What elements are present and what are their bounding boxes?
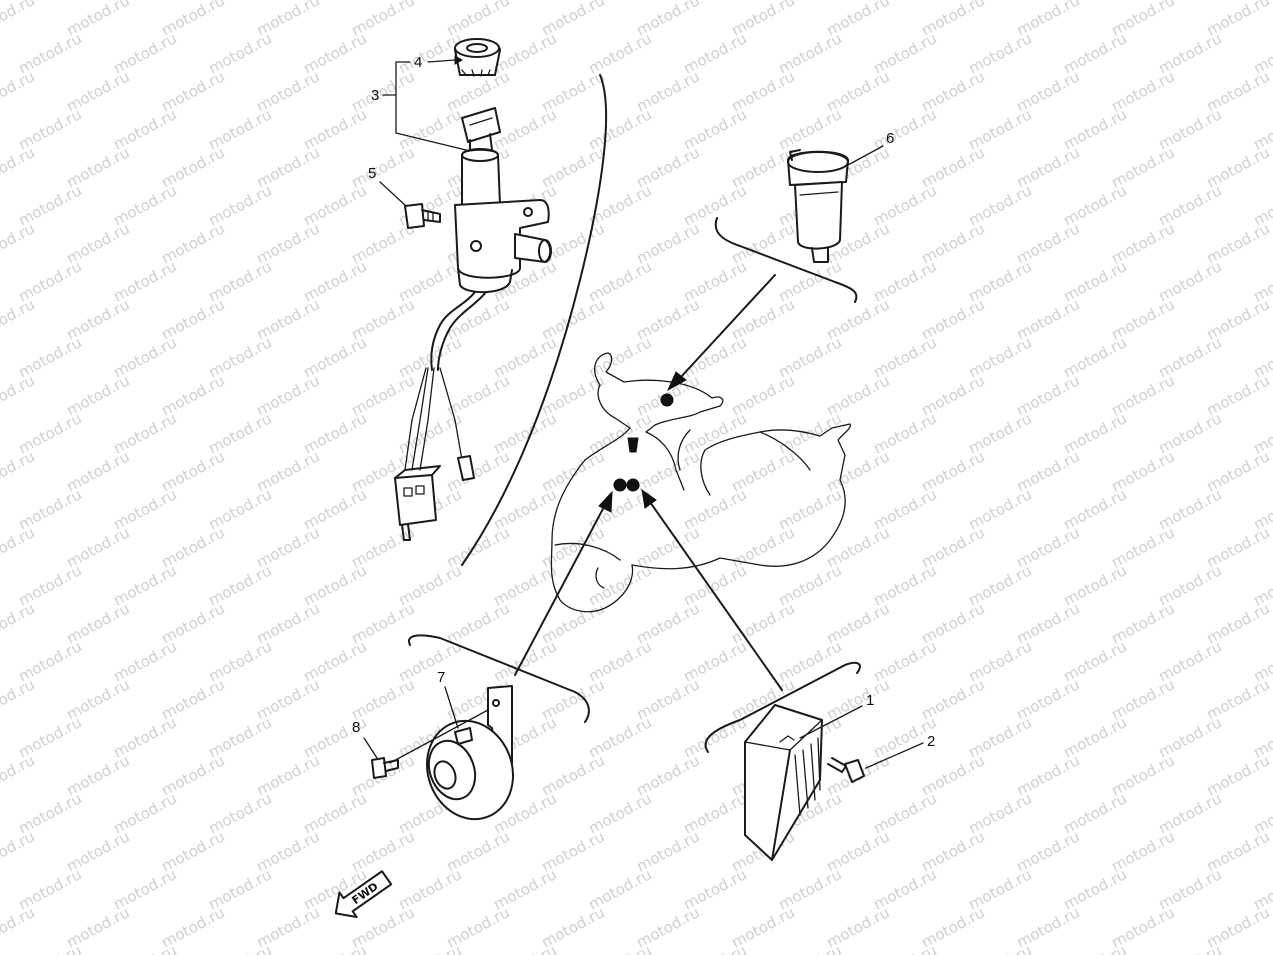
watermark-text: motod.ru <box>0 523 38 571</box>
callout-3: 3 <box>371 87 379 104</box>
watermark-text: motod.ru <box>15 941 84 955</box>
watermark-text: motod.ru <box>395 941 464 955</box>
watermark-text: motod.ru <box>1250 941 1273 955</box>
watermark-text: motod.ru <box>300 941 369 955</box>
watermark-text: motod.ru <box>680 941 749 955</box>
watermark-text: motod.ru <box>0 827 38 875</box>
horn-assembly <box>371 685 515 821</box>
watermark-text: motod.ru <box>0 295 38 343</box>
callout-7: 7 <box>437 669 445 686</box>
watermark-text: motod.ru <box>965 941 1034 955</box>
watermark-text: motod.ru <box>1060 941 1129 955</box>
callout-4: 4 <box>414 54 422 71</box>
watermark-text: motod.ru <box>110 941 179 955</box>
section-dividers <box>407 74 861 753</box>
callout-5: 5 <box>368 165 376 182</box>
callout-6: 6 <box>886 130 894 147</box>
watermark-text: motod.ru <box>0 447 38 495</box>
watermark-text: motod.ru <box>205 941 274 955</box>
watermark-text: motod.ru <box>870 941 939 955</box>
callout-2: 2 <box>927 733 935 750</box>
watermark-text: motod.ru <box>0 751 38 799</box>
watermark-text: motod.ru <box>0 599 38 647</box>
leader-lines <box>514 274 783 691</box>
ignition-switch <box>394 38 552 541</box>
watermark-text: motod.ru <box>0 219 38 267</box>
watermark-text: motod.ru <box>0 143 38 191</box>
watermark-text: motod.ru <box>1155 941 1224 955</box>
watermark-text: motod.ru <box>490 941 559 955</box>
watermark-text: motod.ru <box>0 371 38 419</box>
watermark-text: motod.ru <box>585 941 654 955</box>
master-cylinder <box>787 149 849 263</box>
regulator-assembly <box>744 704 865 861</box>
watermark-text: motod.ru <box>0 0 38 40</box>
watermark-text: motod.ru <box>0 675 38 723</box>
callouts: 4 3 5 6 7 8 1 2 <box>352 54 935 769</box>
watermark-text: motod.ru <box>0 903 38 951</box>
callout-1: 1 <box>866 692 874 709</box>
scooter-outline <box>550 352 851 613</box>
watermark-text: motod.ru <box>775 941 844 955</box>
watermark-text: motod.ru <box>0 67 38 115</box>
callout-8: 8 <box>352 719 360 736</box>
